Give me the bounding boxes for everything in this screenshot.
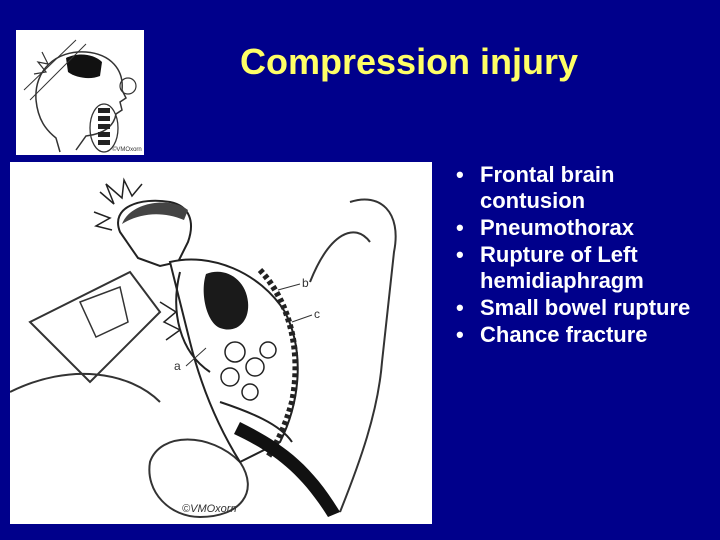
bullet-glyph: • [456, 215, 464, 240]
figure-credit: ©VMOxorn [182, 503, 237, 515]
bullet-glyph: • [456, 295, 464, 320]
slide-title: Compression injury [240, 41, 579, 82]
bullet-item: • Frontal brain contusion [452, 162, 714, 214]
bullet-text: Pneumothorax [480, 215, 635, 240]
thumbnail-illustration: ©VMOxorn [16, 30, 144, 155]
bullet-item: • Pneumothorax [452, 215, 714, 241]
bullet-item: • Rupture of Left hemidiaphragm [452, 242, 714, 294]
figure-label-a: a [174, 359, 181, 373]
bullet-text: Small bowel rupture [480, 295, 691, 320]
injury-drawing: a b c ©VMOxorn [9, 177, 397, 519]
thumbnail-drawing: ©VMOxorn [23, 39, 142, 153]
bullet-item: • Small bowel rupture [452, 295, 714, 321]
bullet-text: Chance fracture [480, 322, 648, 347]
injury-figure: a b c ©VMOxorn [9, 162, 432, 524]
bullet-text: Frontal brain contusion [480, 162, 615, 213]
bullet-text: Rupture of Left hemidiaphragm [480, 242, 644, 293]
bullet-glyph: • [456, 242, 464, 267]
bullet-glyph: • [456, 162, 464, 187]
figure-label-c: c [314, 307, 320, 321]
thumbnail-credit: ©VMOxorn [112, 146, 142, 153]
bullet-item: • Chance fracture [452, 322, 714, 348]
bullet-glyph: • [456, 322, 464, 347]
figure-label-b: b [302, 276, 309, 290]
bullet-list: • Frontal brain contusion • Pneumothorax •… [452, 162, 714, 349]
